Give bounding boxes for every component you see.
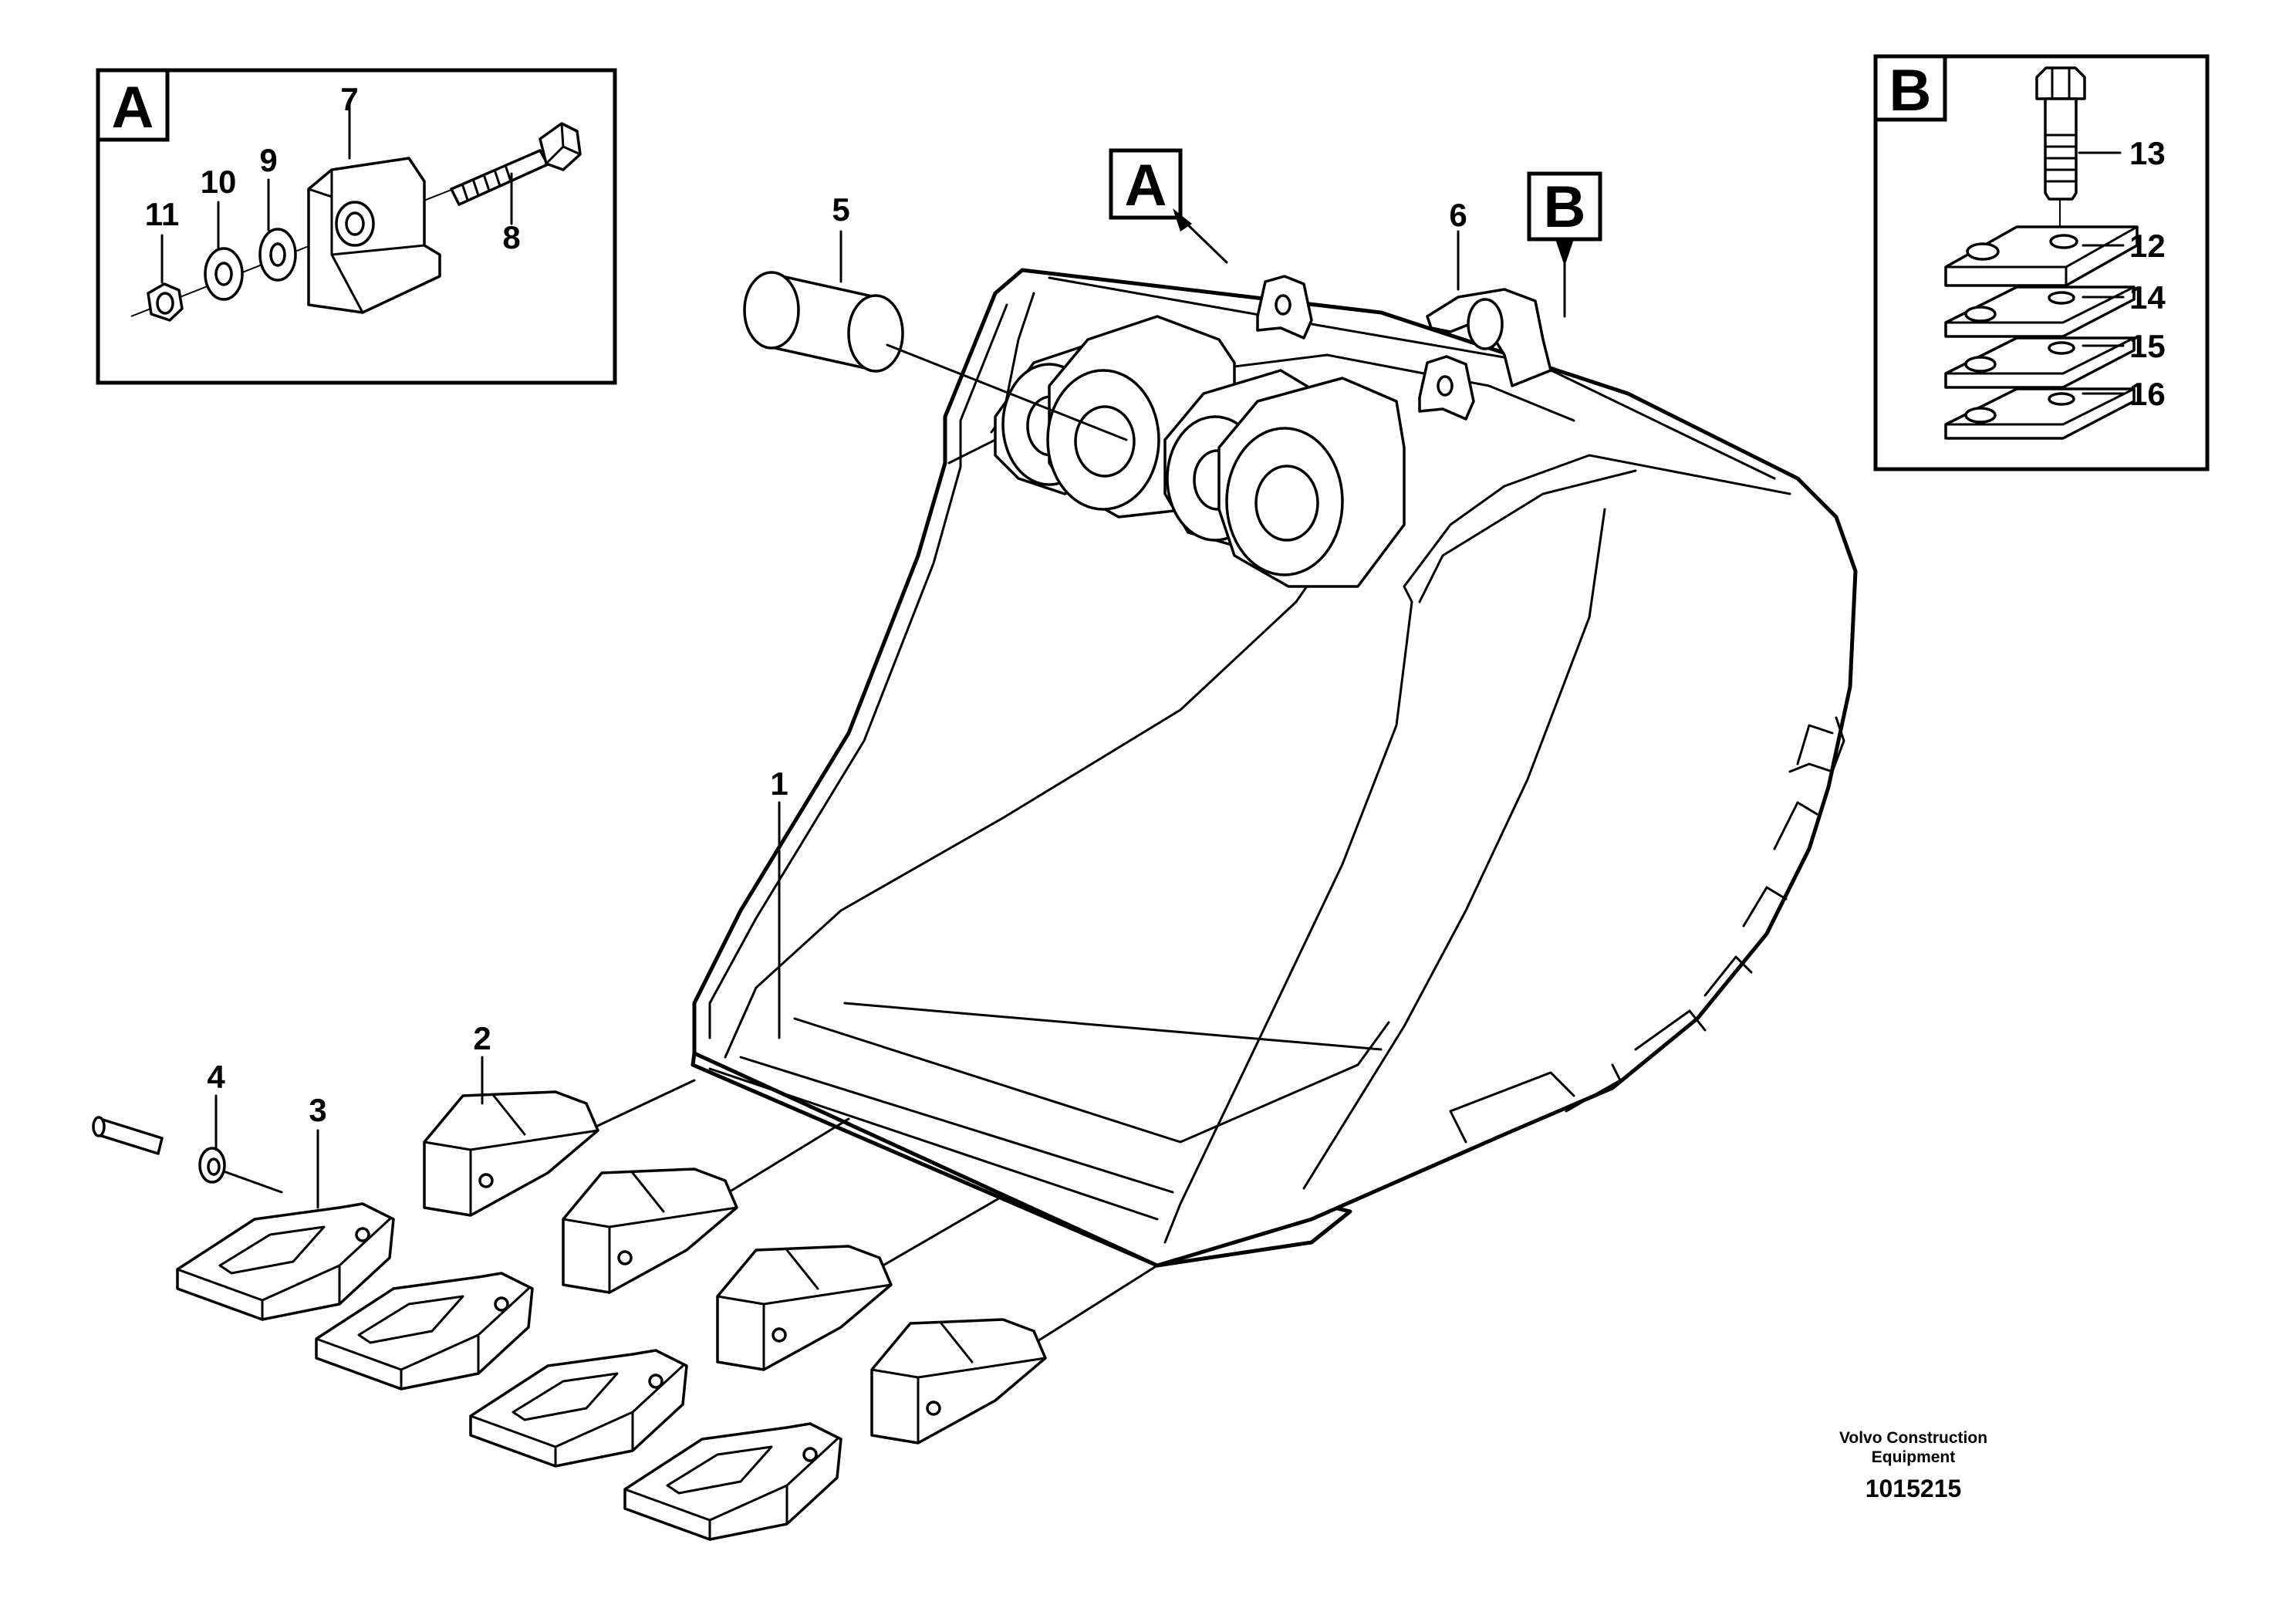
detail-a-panel: A <box>96 68 617 385</box>
hinge-bosses <box>994 315 1406 588</box>
small-lug-left <box>1256 275 1313 340</box>
washer-part-10 <box>204 247 244 301</box>
label-13: 13 <box>2129 135 2166 171</box>
plate-part-15 <box>1944 336 2136 389</box>
label-4: 4 <box>207 1059 225 1095</box>
teeth <box>176 1202 842 1541</box>
tooth-part-3-b <box>315 1272 534 1391</box>
label-8: 8 <box>502 219 520 255</box>
small-lug-right <box>1418 355 1475 421</box>
lifting-lug-part-6 <box>1426 288 1552 387</box>
pin-axis-line <box>886 343 1128 441</box>
retainer-pin-part-4 <box>92 1116 283 1194</box>
adapter-part-2-c <box>716 1245 893 1371</box>
adapter-part-2-b <box>562 1168 738 1294</box>
nut-part-11 <box>147 282 184 322</box>
plate-part-14 <box>1944 286 2136 338</box>
label-7: 7 <box>340 81 358 117</box>
detail-b-panel: B <box>1873 54 2210 471</box>
plate-part-12 <box>1944 225 2139 287</box>
label-10: 10 <box>201 164 237 200</box>
callout-a-letter: A <box>1125 153 1167 218</box>
label-14: 14 <box>2129 279 2166 316</box>
label-5: 5 <box>832 191 849 228</box>
bolt-part-13 <box>2035 66 2086 201</box>
callout-a-box <box>1109 148 1183 220</box>
callout-b-arrowhead <box>1555 239 1574 266</box>
callout-b: B <box>1527 171 1602 318</box>
label-6: 6 <box>1449 197 1467 233</box>
label-16: 16 <box>2129 376 2166 412</box>
detail-b-letter-box <box>1873 54 1947 122</box>
label-3: 3 <box>309 1092 326 1128</box>
pin-part-5 <box>743 271 1128 441</box>
footer: Volvo Construction Equipment 1015215 <box>1839 1429 1987 1502</box>
label-12: 12 <box>2129 228 2166 264</box>
detail-a-letter: A <box>112 75 154 140</box>
detail-b-frame <box>1873 54 2210 471</box>
label-9: 9 <box>259 142 277 178</box>
tooth-part-3-d <box>623 1422 842 1541</box>
detail-b-letter: B <box>1889 58 1932 123</box>
callout-a: A <box>1109 148 1228 264</box>
label-2: 2 <box>473 1020 491 1056</box>
plate-part-16 <box>1944 387 2136 440</box>
bucket-part-1 <box>690 268 1858 1268</box>
washer-part-9 <box>258 228 297 282</box>
tooth-guide-lines <box>562 1079 1159 1360</box>
bolt-part-8 <box>450 122 582 206</box>
footer-company-line1: Volvo Construction <box>1839 1429 1987 1447</box>
label-1: 1 <box>770 765 788 802</box>
label-15: 15 <box>2129 328 2166 364</box>
hinge-boss-4 <box>1217 377 1406 588</box>
tooth-part-3-a <box>176 1202 395 1321</box>
callout-a-arrowhead <box>1173 208 1192 231</box>
footer-drawing-id: 1015215 <box>1866 1475 1962 1502</box>
footer-company-line2: Equipment <box>1872 1448 1956 1466</box>
adapter-part-2-a <box>423 1090 599 1217</box>
detail-a-frame <box>96 68 617 385</box>
tooth-adapters <box>423 1090 1047 1445</box>
label-11: 11 <box>145 196 179 232</box>
detail-a-letter-box <box>96 68 170 142</box>
adapter-part-2-d <box>870 1318 1047 1445</box>
bracket-part-7 <box>307 157 441 314</box>
tooth-part-3-c <box>469 1349 688 1468</box>
callout-b-letter: B <box>1544 174 1586 240</box>
